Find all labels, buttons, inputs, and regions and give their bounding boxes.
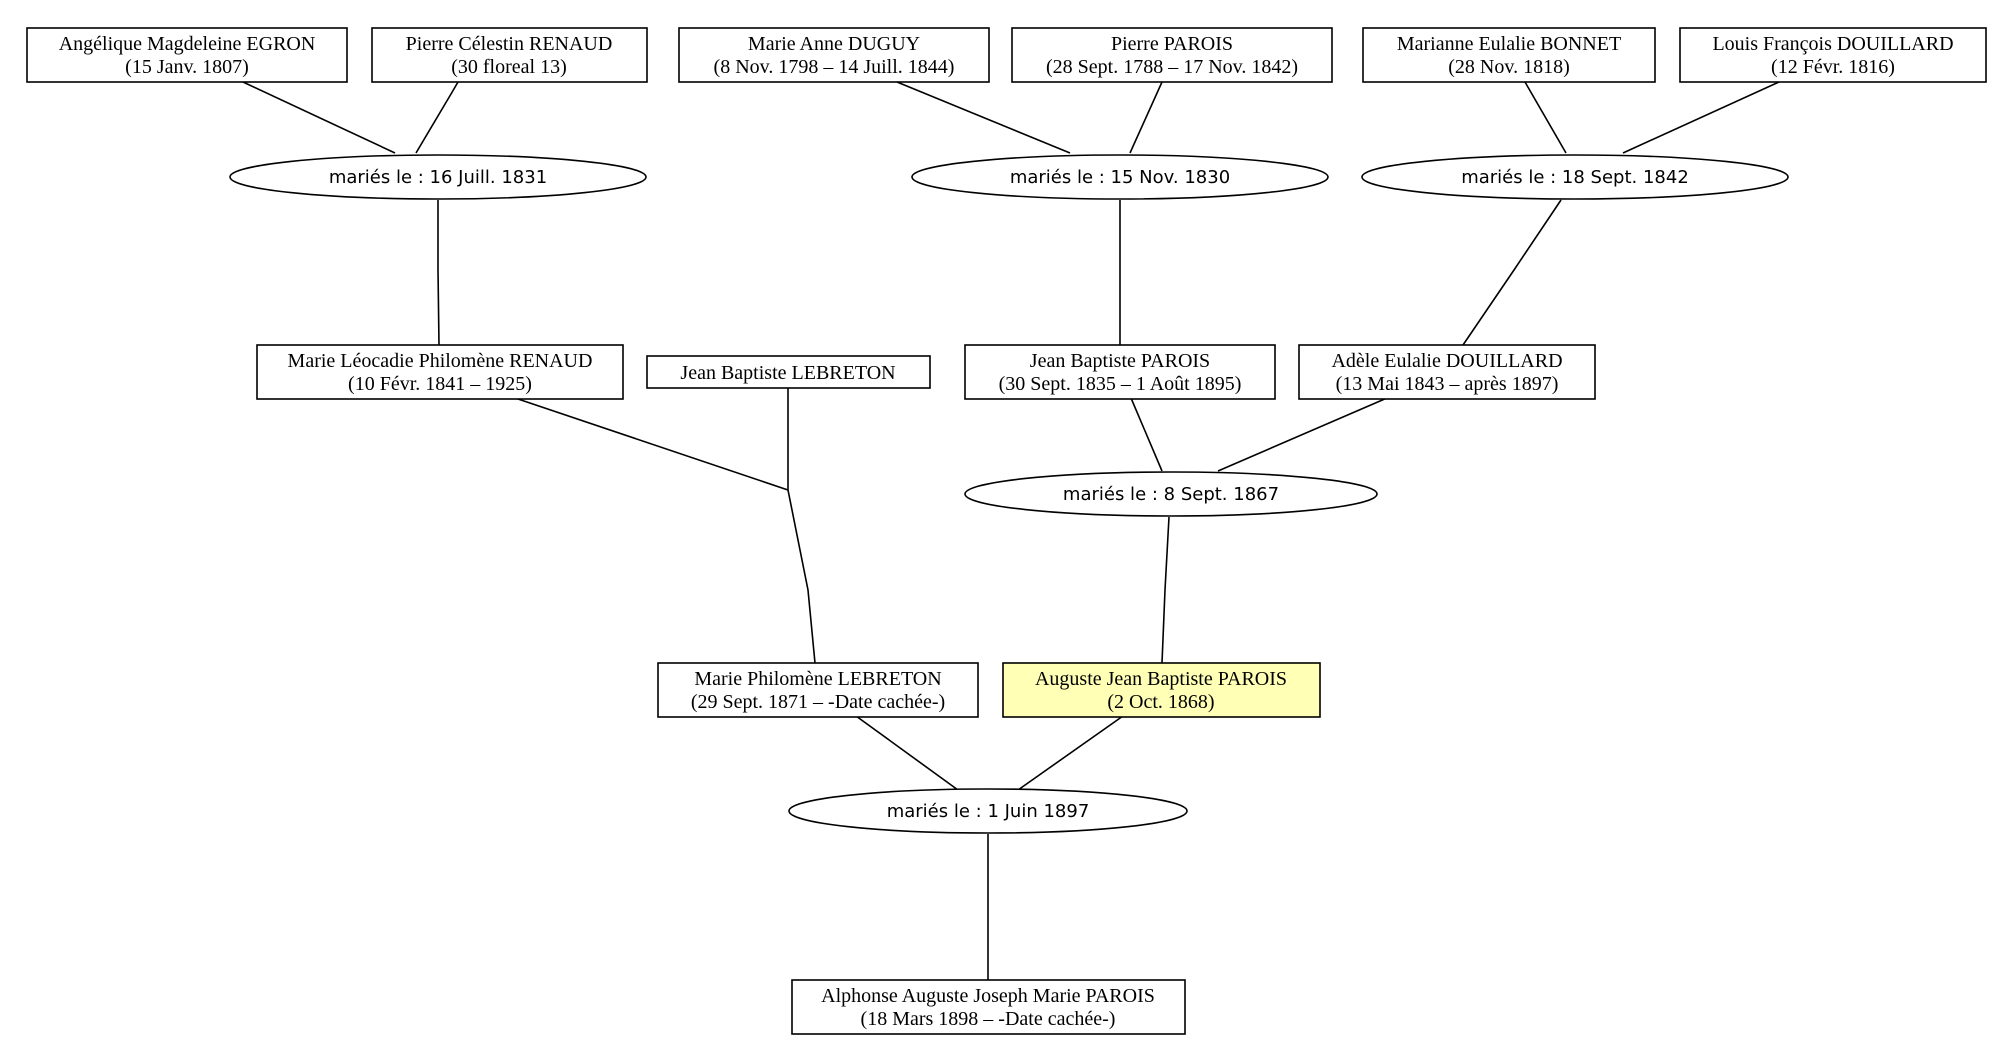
person-egron: Angélique Magdeleine EGRON (15 Janv. 180… [26,27,348,83]
person-parois-aajm: Alphonse Auguste Joseph Marie PAROIS (18… [791,979,1186,1035]
person-name: Marie Anne DUGUY [748,33,920,55]
edge-bonnet-union1842 [1524,81,1567,154]
union-label: mariés le : 1 Juin 1897 [887,801,1090,822]
person-name: Marie Philomène LEBRETON [694,668,941,690]
person-dates: (13 Mai 1843 – après 1897) [1336,373,1559,395]
person-name: Marie Léocadie Philomène RENAUD [288,350,593,372]
person-dates: (29 Sept. 1871 – -Date cachée-) [691,691,945,713]
person-bonnet: Marianne Eulalie BONNET (28 Nov. 1818) [1362,27,1656,83]
union-node-1897: mariés le : 1 Juin 1897 [788,788,1188,834]
person-name: Pierre Célestin RENAUD [406,33,613,55]
person-dates: (15 Janv. 1807) [125,56,249,78]
union-label: mariés le : 18 Sept. 1842 [1461,167,1689,188]
edge-parois-ajb-union1897 [1017,715,1124,791]
union-label: mariés le : 8 Sept. 1867 [1063,484,1279,505]
person-dates: (30 Sept. 1835 – 1 Août 1895) [999,373,1242,395]
person-lebreton-jb: Jean Baptiste LEBRETON [646,355,931,389]
person-dates: (28 Nov. 1818) [1448,56,1569,78]
person-dates: (2 Oct. 1868) [1107,691,1214,713]
person-parois-jb: Jean Baptiste PAROIS (30 Sept. 1835 – 1 … [964,344,1276,400]
edge-union1867-parois-ajb [1161,516,1170,664]
person-name: Alphonse Auguste Joseph Marie PAROIS [821,985,1155,1007]
union-node-1842: mariés le : 18 Sept. 1842 [1361,154,1789,200]
person-name: Pierre PAROIS [1111,33,1233,55]
person-duguy: Marie Anne DUGUY (8 Nov. 1798 – 14 Juill… [678,27,990,83]
edge-lebreton-mp-union1897 [855,715,959,791]
union-node-1831: mariés le : 16 Juill. 1831 [229,154,647,200]
edge-douillard-lf-union1842 [1622,81,1780,154]
person-douillard-ae: Adèle Eulalie DOUILLARD (13 Mai 1843 – a… [1298,344,1596,400]
edge-parois-p-union1830 [1129,81,1163,154]
person-parois-p: Pierre PAROIS (28 Sept. 1788 – 17 Nov. 1… [1011,27,1333,83]
person-dates: (28 Sept. 1788 – 17 Nov. 1842) [1046,56,1298,78]
person-renaud-mlp: Marie Léocadie Philomène RENAUD (10 Févr… [256,344,624,400]
edge-duguy-union1830 [896,81,1071,154]
person-name: Jean Baptiste LEBRETON [680,362,895,384]
edge-union1831-renaud-mlp [437,200,440,346]
person-dates: (10 Févr. 1841 – 1925) [348,373,532,395]
person-name: Angélique Magdeleine EGRON [59,33,316,55]
edge-douillard-ae-union1867 [1217,397,1388,472]
edge-renaud-mlp-child [514,397,789,491]
edge-egron-union1831 [242,81,396,154]
person-parois-ajb: Auguste Jean Baptiste PAROIS (2 Oct. 186… [1002,662,1321,718]
union-node-1830: mariés le : 15 Nov. 1830 [911,154,1329,200]
person-lebreton-mp: Marie Philomène LEBRETON (29 Sept. 1871 … [657,662,979,718]
person-dates: (12 Févr. 1816) [1771,56,1895,78]
person-name: Louis François DOUILLARD [1712,33,1953,55]
edge-renaud-pc-union1831 [415,81,459,154]
person-douillard-lf: Louis François DOUILLARD (12 Févr. 1816) [1679,27,1987,83]
edges [242,81,1780,980]
edge-parois-jb-union1867 [1130,397,1163,472]
person-dates: (30 floreal 13) [451,56,567,78]
person-dates: (8 Nov. 1798 – 14 Juill. 1844) [714,56,955,78]
union-node-1867: mariés le : 8 Sept. 1867 [964,471,1378,517]
person-name: Marianne Eulalie BONNET [1397,33,1621,55]
union-label: mariés le : 16 Juill. 1831 [329,167,547,188]
person-name: Auguste Jean Baptiste PAROIS [1035,668,1287,690]
person-renaud-pc: Pierre Célestin RENAUD (30 floreal 13) [371,27,648,83]
person-name: Adèle Eulalie DOUILLARD [1331,350,1562,372]
edge-lebreton-jb-child [787,388,816,664]
person-dates: (18 Mars 1898 – -Date cachée-) [861,1008,1116,1030]
person-name: Jean Baptiste PAROIS [1030,350,1210,372]
edge-union1842-douillard-ae [1462,199,1562,346]
union-label: mariés le : 15 Nov. 1830 [1010,167,1230,188]
